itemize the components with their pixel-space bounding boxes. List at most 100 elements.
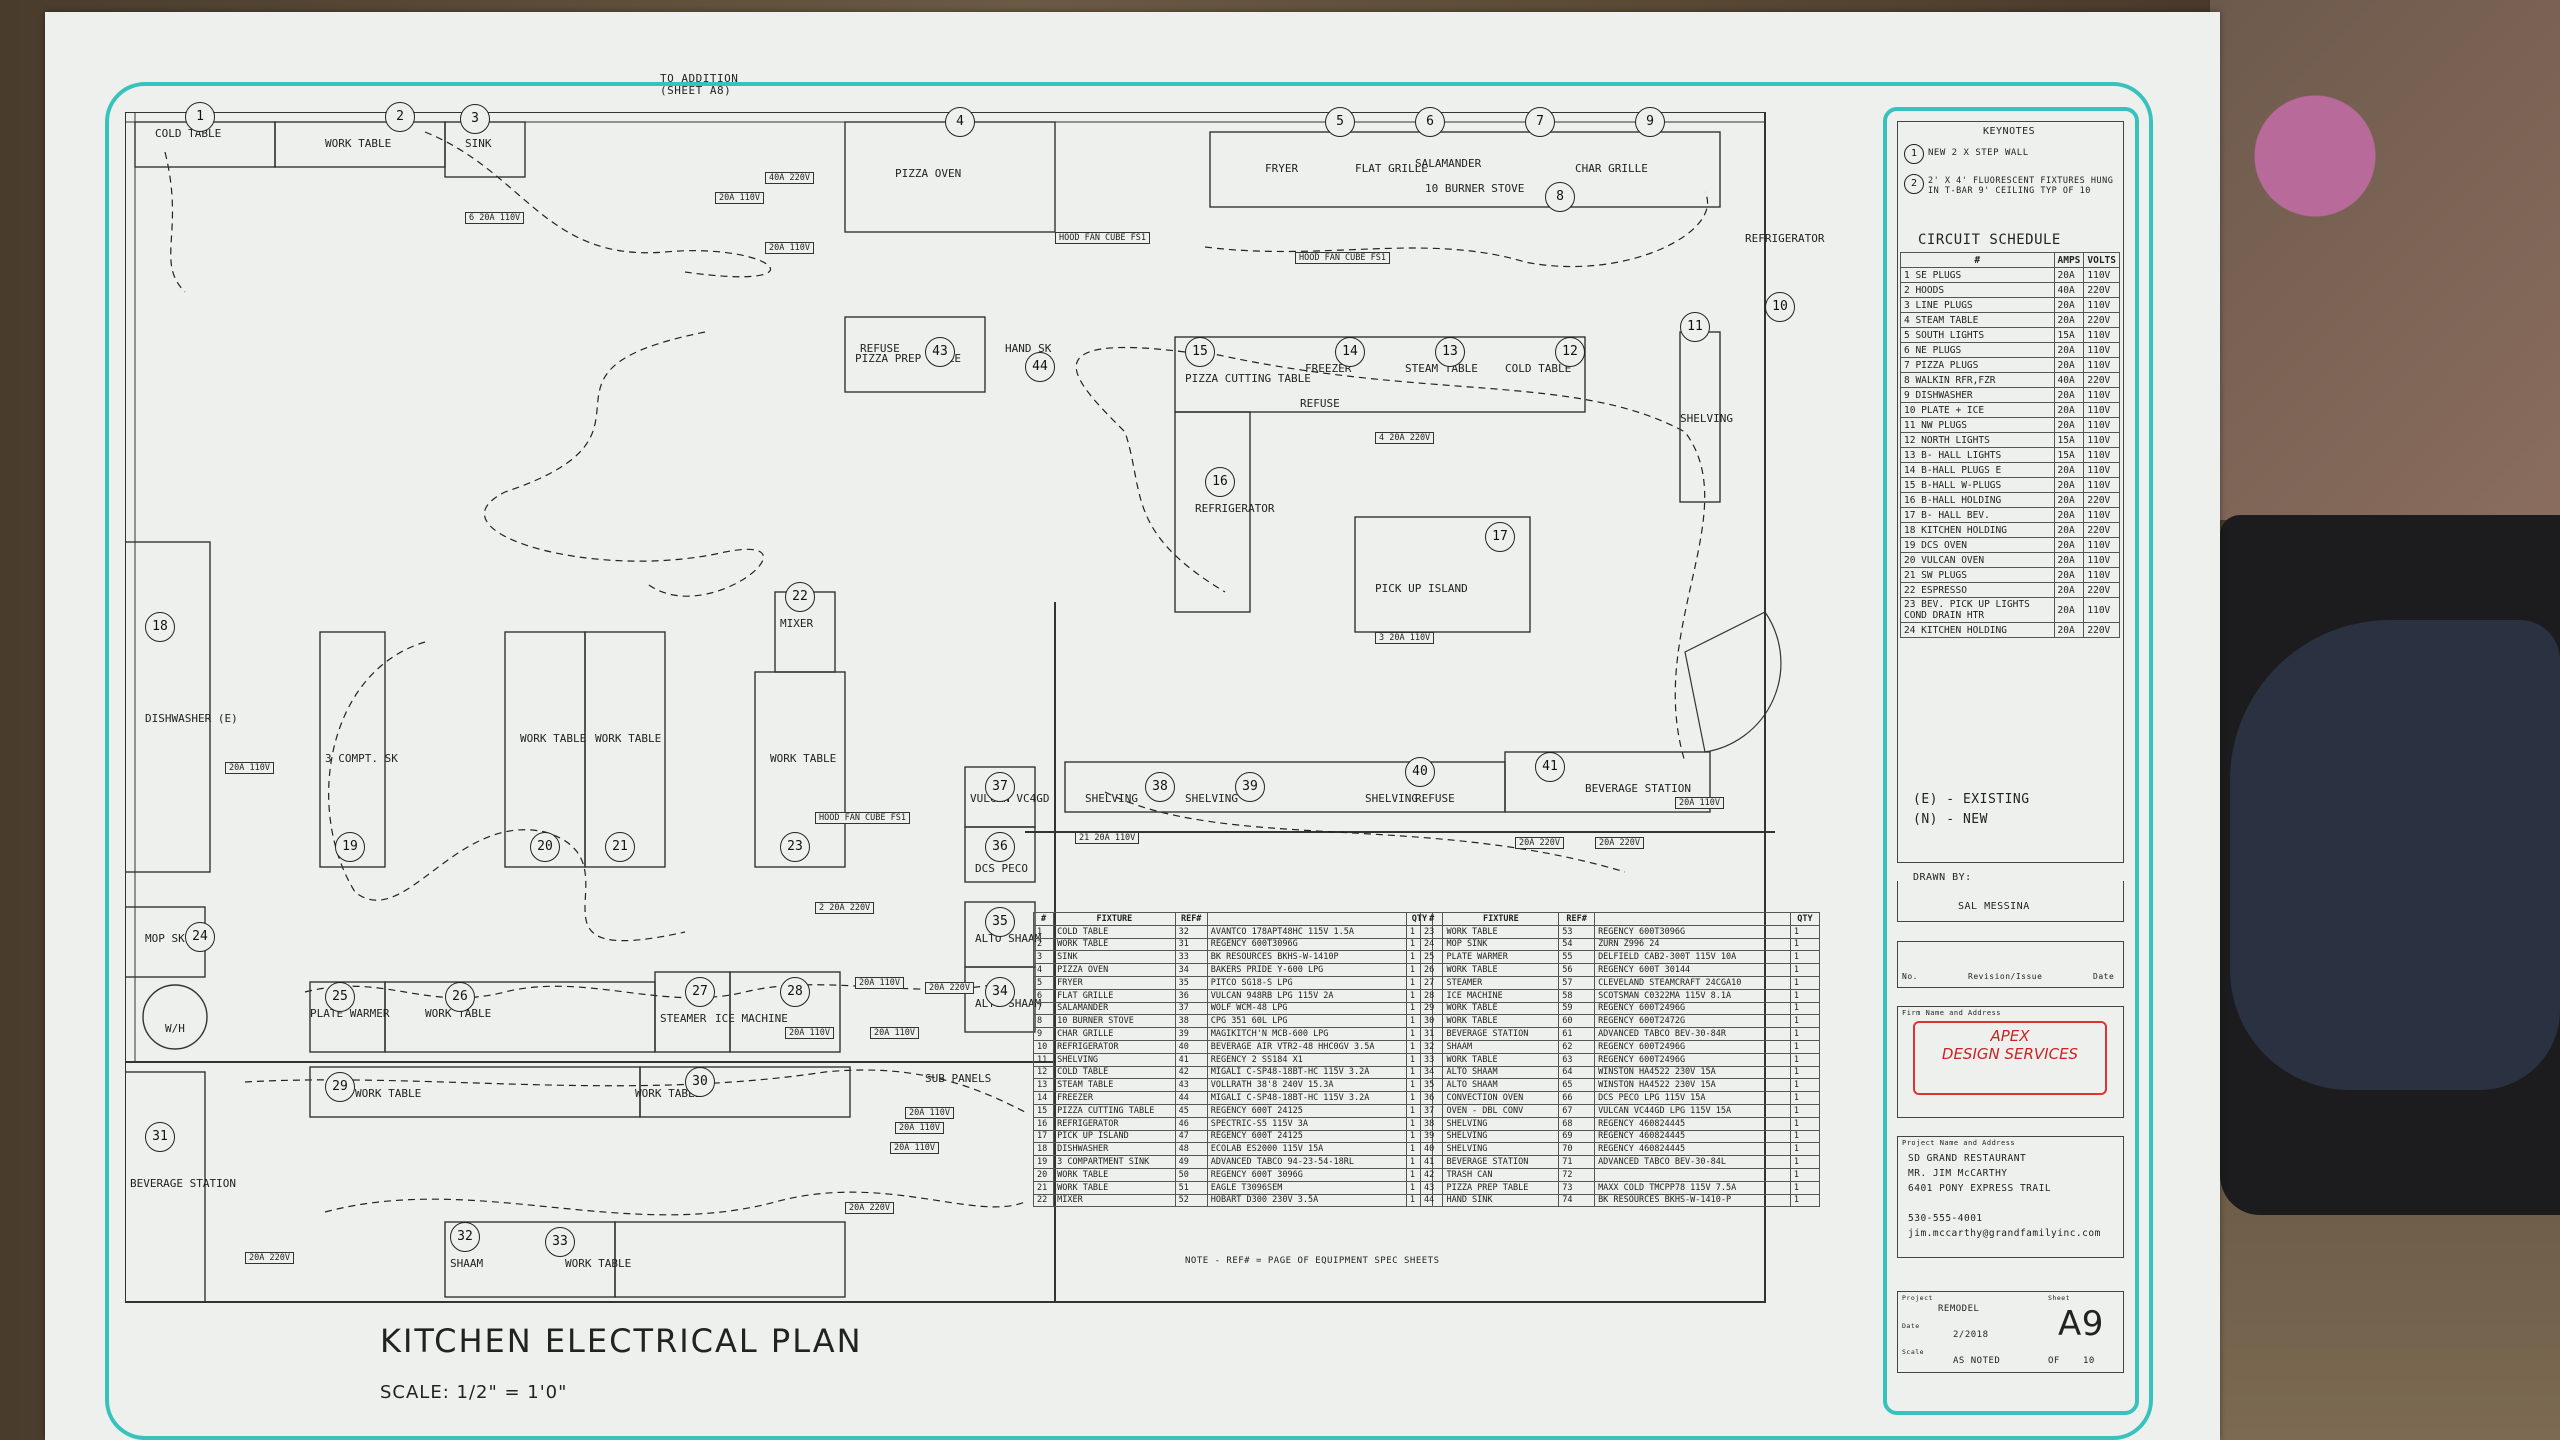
background-shoe [2230, 620, 2560, 1090]
table-cell: 16 B-HALL HOLDING [1900, 492, 2055, 508]
table-cell: ECOLAB ES2000 115V 15A [1206, 1142, 1407, 1157]
table-cell: DELFIELD CAB2-300T 115V 10A [1594, 950, 1791, 965]
table-cell: SHAAM [1442, 1039, 1560, 1054]
table-cell: COLD TABLE [1053, 1065, 1176, 1080]
table-cell: WORK TABLE [1442, 1014, 1560, 1029]
table-cell: 1 [1032, 924, 1055, 939]
equipment-number-bubble: 43 [925, 337, 955, 367]
table-cell: 20A [2053, 567, 2085, 583]
circuit-tag: 20A 110V [765, 242, 814, 254]
table-cell: WORK TABLE [1053, 1167, 1176, 1182]
to-addition-label: TO ADDITION [660, 72, 739, 85]
table-cell: 3 COMPARTMENT SINK [1053, 1155, 1176, 1169]
equipment-number-bubble: 35 [985, 907, 1015, 937]
equipment-label: WORK TABLE [565, 1257, 632, 1270]
table-cell: 28 [1419, 988, 1444, 1003]
circuit-tag: 20A 110V [715, 192, 764, 204]
equipment-label: CHAR GRILLE [1575, 162, 1648, 175]
circuit-tag: 20A 110V [905, 1107, 954, 1119]
table-cell: 4 [1032, 963, 1055, 977]
background-carpet [2210, 0, 2560, 520]
table-cell: 1 SE PLUGS [1900, 267, 2055, 283]
table-cell: 12 [1032, 1065, 1055, 1080]
table-cell: 3 [1032, 950, 1055, 965]
table-cell: ALTO SHAAM [1442, 1065, 1560, 1080]
table-cell: 41 [1419, 1155, 1444, 1169]
table-cell: 64 [1558, 1065, 1596, 1080]
table-cell: ADVANCED TABCO BEV-30-84R [1594, 1027, 1791, 1041]
firm-section: Firm Name and Address APEX DESIGN SERVIC… [1897, 1006, 2124, 1118]
table-cell: 37 [1174, 1001, 1208, 1016]
table-cell: 5 [1032, 975, 1055, 990]
table-cell: CLEVELAND STEAMCRAFT 24CGA10 [1594, 975, 1791, 990]
table-cell: 220V [2083, 372, 2120, 388]
equipment-number-bubble: 44 [1025, 352, 1055, 382]
table-cell: 66 [1558, 1091, 1596, 1105]
equipment-number-bubble: 40 [1405, 757, 1435, 787]
keynote-bubble: 2 [1904, 174, 1924, 194]
rev-issue-header: Revision/Issue [1968, 972, 2043, 981]
rev-no-header: No. [1902, 972, 1918, 981]
table-cell: 20 [1032, 1167, 1055, 1182]
project-field-value: REMODEL [1938, 1304, 1980, 1314]
equipment-label: DCS PECO [975, 862, 1028, 875]
table-cell: 6 NE PLUGS [1900, 342, 2055, 358]
table-cell: 1 [1789, 950, 1821, 965]
table-cell: 20A [2053, 537, 2085, 553]
drawn-by-label: DRAWN BY: [1913, 872, 1972, 883]
table-cell: PIZZA PREP TABLE [1442, 1180, 1560, 1195]
table-cell: 40 [1174, 1039, 1208, 1054]
dishwasher-18-shape [125, 541, 211, 873]
table-cell: 1 [1789, 1129, 1821, 1144]
equipment-number-bubble: 30 [685, 1067, 715, 1097]
table-cell: 31 [1174, 937, 1208, 952]
cold-line-shape [1174, 336, 1586, 413]
equipment-number-bubble: 8 [1545, 182, 1575, 212]
project-line: MR. JIM McCARTHY [1908, 1168, 2008, 1179]
table-cell: 17 B- HALL BEV. [1900, 507, 2055, 523]
table-cell: WORK TABLE [1442, 924, 1560, 939]
table-cell: FRYER [1053, 975, 1176, 990]
equipment-number-bubble: 2 [385, 102, 415, 132]
circuit-tag: 20A 110V [1675, 797, 1724, 809]
table-cell: 45 [1174, 1103, 1208, 1118]
sheet-info-section: Project REMODEL Date 2/2018 Scale AS NOT… [1897, 1291, 2124, 1373]
table-cell: 57 [1558, 975, 1596, 990]
table-cell: 74 [1558, 1193, 1596, 1208]
dcs-peco-36-shape [964, 826, 1036, 883]
rev-date-header: Date [2093, 972, 2115, 981]
table-cell: 11 [1032, 1052, 1055, 1067]
equipment-label: ALTO SHAAM [975, 932, 1042, 945]
table-cell: 1 [1789, 963, 1821, 977]
table-header-cell: AMPS [2053, 252, 2085, 268]
table-cell: REGENCY 600T 3096G [1206, 1167, 1407, 1182]
table-cell: 17 [1032, 1129, 1055, 1144]
table-cell: 110V [2083, 357, 2120, 373]
table-cell: 1 [1789, 1180, 1821, 1195]
table-cell: 23 BEV. PICK UP LIGHTS COND DRAIN HTR [1900, 597, 2055, 623]
table-cell: 23 [1419, 924, 1444, 939]
table-cell: REGENCY 600T 24125 [1206, 1103, 1407, 1118]
equipment-label: PICK UP ISLAND [1375, 582, 1468, 595]
table-cell: MIGALI C-SP48-18BT-HC 115V 3.2A [1206, 1091, 1407, 1105]
equipment-label: SUB PANELS [925, 1072, 992, 1085]
keynote-bubble: 1 [1904, 144, 1924, 164]
table-header-cell: # [1419, 912, 1444, 926]
title-block: KEYNOTES 1 NEW 2 X STEP WALL 2 2' X 4' F… [1883, 107, 2139, 1415]
table-cell: 61 [1558, 1027, 1596, 1041]
equipment-number-bubble: 15 [1185, 337, 1215, 367]
table-cell: 10 [1032, 1039, 1055, 1054]
water-heater-shape [142, 984, 208, 1050]
